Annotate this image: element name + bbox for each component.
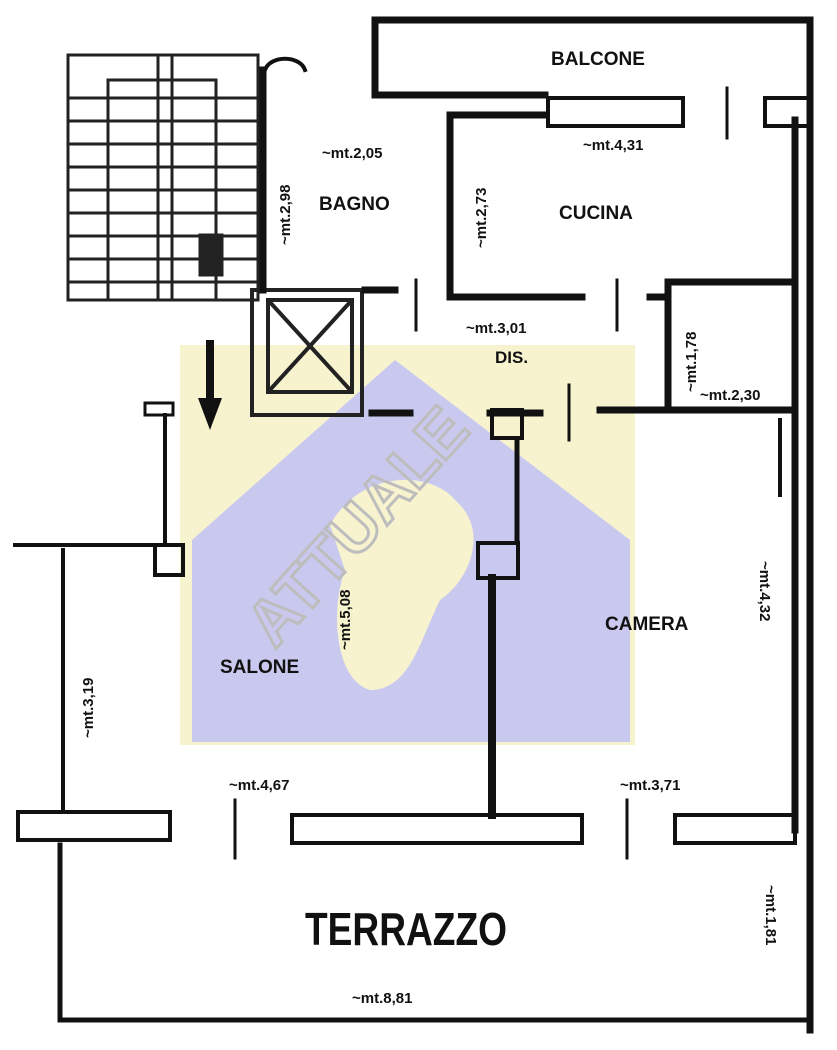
staircase-icon (66, 53, 260, 302)
dimension-cucina-height: ~mt.2,73 (473, 188, 490, 248)
room-label-balcone: BALCONE (551, 49, 645, 70)
dimension-closet-height: ~mt.1,78 (683, 332, 700, 392)
dimension-left-height: ~mt.3,19 (80, 678, 97, 738)
dimension-terrazzo-height: ~mt.1,81 (762, 885, 779, 945)
dimension-closet-width: ~mt.2,30 (700, 387, 760, 404)
room-label-terrazzo: TERRAZZO (305, 903, 507, 955)
room-label-camera: CAMERA (605, 614, 689, 635)
dimension-bagno-width: ~mt.2,05 (322, 145, 382, 162)
dimension-camera-height: ~mt.4,32 (756, 561, 773, 621)
room-label-dis: DIS. (495, 348, 528, 367)
room-label-bagno: BAGNO (319, 194, 390, 215)
room-label-salone: SALONE (220, 657, 299, 678)
elevator-shaft-icon (250, 288, 364, 417)
walls (13, 16, 814, 1034)
dimension-salone-width: ~mt.4,67 (229, 777, 289, 794)
room-label-cucina: CUCINA (559, 203, 633, 224)
dimension-dis-width: ~mt.3,01 (466, 320, 526, 337)
dimension-salone-height: ~mt.5,08 (337, 590, 354, 650)
dimension-balcone-width: ~mt.4,31 (583, 137, 643, 154)
down-arrow-icon (198, 340, 222, 430)
watermark-logo (180, 345, 635, 745)
dimension-camera-width: ~mt.3,71 (620, 777, 680, 794)
dimension-terrazzo-width: ~mt.8,81 (352, 990, 412, 1007)
dimension-bagno-height: ~mt.2,98 (277, 185, 294, 245)
